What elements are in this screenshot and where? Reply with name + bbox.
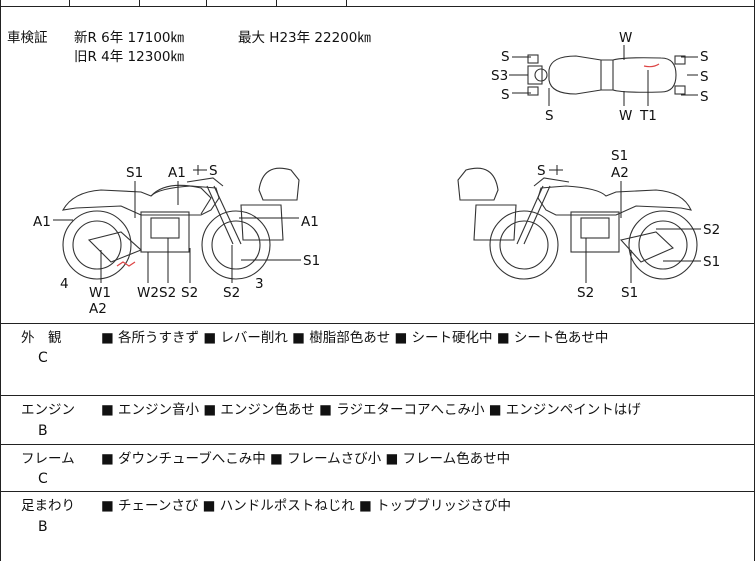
header-border [1, 6, 755, 7]
diag-label: S1 [703, 254, 720, 270]
category-label: 足まわり [21, 498, 75, 514]
diag-label: S1 [611, 148, 628, 164]
diag-label: A2 [89, 301, 107, 317]
diag-label: S2 [159, 285, 176, 301]
divider [139, 0, 140, 7]
diag-label: S [209, 163, 218, 179]
grade-value: C [38, 350, 48, 366]
grade-value: B [38, 519, 48, 535]
diag-label: A1 [168, 165, 186, 181]
diag-label: A2 [611, 165, 629, 181]
diag-label: A1 [301, 214, 319, 230]
divider [206, 0, 207, 7]
diag-label: S3 [491, 68, 508, 84]
grade-value: C [38, 471, 48, 487]
grade-value: B [38, 423, 48, 439]
diag-label: S1 [126, 165, 143, 181]
diag-label: S [700, 69, 709, 85]
diag-label: S [537, 163, 546, 179]
diag-label: S1 [303, 253, 320, 269]
inspection-label: 車検証 [7, 30, 48, 46]
row-divider [1, 491, 755, 492]
diag-label: S [501, 87, 510, 103]
diag-label: S2 [223, 285, 240, 301]
row-divider [1, 444, 755, 445]
diag-label: S2 [181, 285, 198, 301]
condition-items: ■ ダウンチューブへこみ中 ■ フレームさび小 ■ フレーム色あせ中 [101, 451, 511, 467]
category-label: フレーム [21, 451, 75, 467]
bike-top-view [527, 54, 686, 96]
inspection-old: 旧R 4年 12300㎞ [74, 49, 184, 65]
diag-label: S2 [577, 285, 594, 301]
condition-items: ■ チェーンさび ■ ハンドルポストねじれ ■ トップブリッジさび中 [101, 498, 512, 514]
inspection-max: 最大 H23年 22200㎞ [238, 30, 371, 46]
diag-label: T1 [639, 108, 657, 124]
inspection-new: 新R 6年 17100㎞ [74, 30, 184, 46]
diag-label: S1 [621, 285, 638, 301]
row-divider [1, 323, 755, 324]
category-label: エンジン [21, 402, 75, 418]
condition-items: ■ 各所うすきず ■ レバー削れ ■ 樹脂部色あせ ■ シート硬化中 ■ シート… [101, 330, 609, 346]
diag-label: A1 [33, 214, 51, 230]
diag-label: W2 [137, 285, 159, 301]
diag-label: S [545, 108, 554, 124]
divider [69, 0, 70, 7]
diag-label: S [700, 89, 709, 105]
diag-label: W [619, 30, 632, 46]
row-divider [1, 395, 755, 396]
damage-diagram: W S S3 S S S S S W T1 [33, 30, 720, 317]
diag-label: S2 [703, 222, 720, 238]
diag-label: S [501, 49, 510, 65]
divider [276, 0, 277, 7]
diag-label: W1 [89, 285, 111, 301]
diag-label: W [619, 108, 632, 124]
divider [346, 0, 347, 7]
diag-label: S [700, 49, 709, 65]
condition-items: ■ エンジン音小 ■ エンジン色あせ ■ ラジエターコアへこみ小 ■ エンジンペ… [101, 402, 641, 418]
bike-left-view [61, 167, 300, 280]
category-label: 外 観 [21, 330, 62, 346]
bike-right-view [457, 167, 698, 280]
diag-label: 4 [60, 276, 69, 292]
diag-label: 3 [255, 276, 264, 292]
